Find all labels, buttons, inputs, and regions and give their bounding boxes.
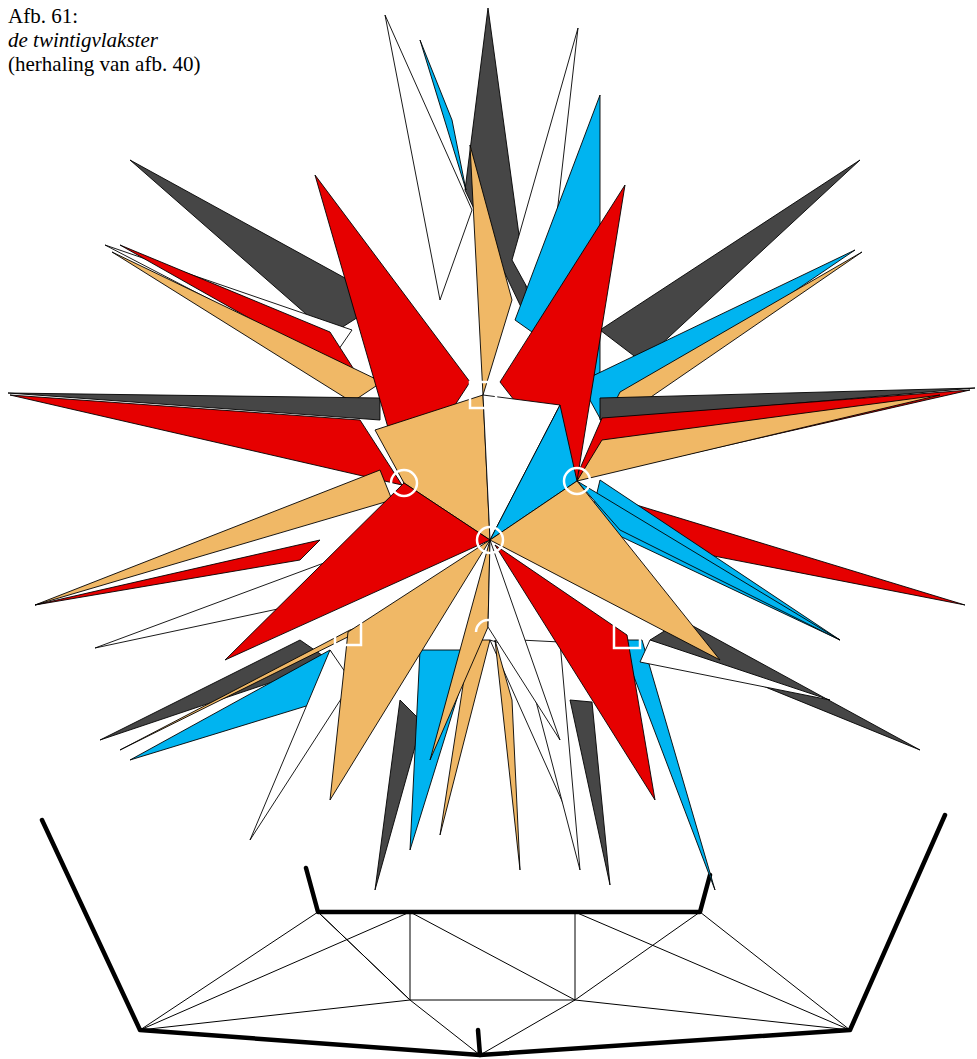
star-spike (575, 390, 970, 480)
star-spike (112, 252, 382, 402)
star-spike (385, 15, 472, 300)
star-spike (577, 395, 940, 481)
star-spikes (8, 8, 975, 890)
star-spike (470, 145, 512, 395)
stand-frame (42, 815, 945, 1055)
vertex-markers (335, 382, 640, 648)
star-spike (420, 40, 466, 190)
circle-marker (476, 620, 500, 632)
caption-line: Afb. 61: (8, 4, 78, 28)
caption-line: de twintigvlakster (8, 28, 158, 52)
stand-triangulation (140, 912, 850, 1055)
star-spike (10, 395, 402, 485)
star-spike (330, 540, 490, 800)
square-marker (470, 382, 496, 408)
caption-line: (herhaling van afb. 40) (8, 52, 200, 76)
star-spike (495, 640, 520, 870)
star-spike (570, 700, 610, 885)
square-marker (335, 619, 361, 645)
star-spike (488, 540, 560, 740)
star-spike (640, 640, 830, 700)
circle-marker (564, 468, 590, 494)
square-marker (614, 622, 640, 648)
star-spike (430, 540, 490, 760)
circle-marker (391, 470, 417, 496)
stand-rim (42, 815, 945, 1055)
circle-marker (477, 527, 503, 553)
